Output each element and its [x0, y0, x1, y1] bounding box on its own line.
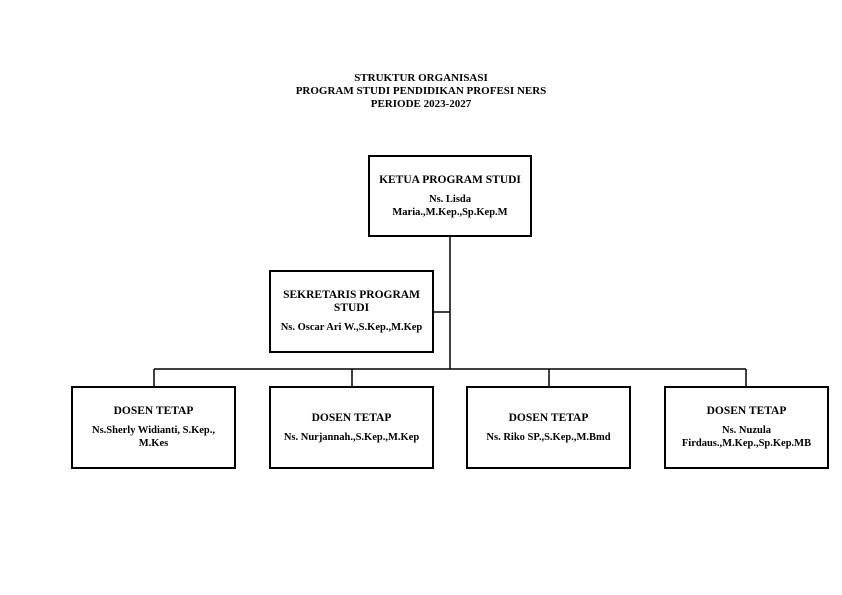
lecturer-box-2: DOSEN TETAP Ns. Nurjannah.,S.Kep.,M.Kep	[269, 386, 434, 469]
chair-role: KETUA PROGRAM STUDI	[379, 173, 521, 186]
lecturer-role-1: DOSEN TETAP	[113, 405, 194, 417]
lecturer-name-1: Ns.Sherly Widianti, S.Kep., M.Kes	[91, 425, 216, 449]
lecturer-name-3: Ns. Riko SP.,S.Kep.,M.Bmd	[486, 431, 611, 443]
lecturer-box-4: DOSEN TETAP Ns. Nuzula Firdaus.,M.Kep.,S…	[664, 386, 829, 469]
lecturer-role-4: DOSEN TETAP	[706, 405, 787, 417]
title-line-3: PERIODE 2023-2027	[370, 98, 472, 110]
secretary-name: Ns. Oscar Ari W.,S.Kep.,M.Kep	[280, 322, 423, 333]
lecturer-role-2: DOSEN TETAP	[311, 411, 392, 424]
lecturer-name-4: Ns. Nuzula Firdaus.,M.Kep.,Sp.Kep.MB	[681, 425, 812, 449]
lecturer-box-1: DOSEN TETAP Ns.Sherly Widianti, S.Kep., …	[71, 386, 236, 469]
chart-title: STRUKTUR ORGANISASI PROGRAM STUDI PENDID…	[0, 72, 842, 111]
lecturer-role-3: DOSEN TETAP	[508, 411, 589, 424]
chair-box: KETUA PROGRAM STUDI Ns. Lisda Maria.,M.K…	[368, 155, 532, 237]
title-line-1: STRUKTUR ORGANISASI	[354, 72, 488, 84]
lecturer-name-2: Ns. Nurjannah.,S.Kep.,M.Kep	[283, 431, 420, 443]
secretary-box: SEKRETARIS PROGRAM STUDI Ns. Oscar Ari W…	[269, 270, 434, 353]
title-line-2: PROGRAM STUDI PENDIDIKAN PROFESI NERS	[295, 85, 547, 97]
chair-name: Ns. Lisda Maria.,M.Kep.,Sp.Kep.M	[392, 193, 508, 218]
lecturer-box-3: DOSEN TETAP Ns. Riko SP.,S.Kep.,M.Bmd	[466, 386, 631, 469]
secretary-role: SEKRETARIS PROGRAM STUDI	[283, 289, 420, 314]
